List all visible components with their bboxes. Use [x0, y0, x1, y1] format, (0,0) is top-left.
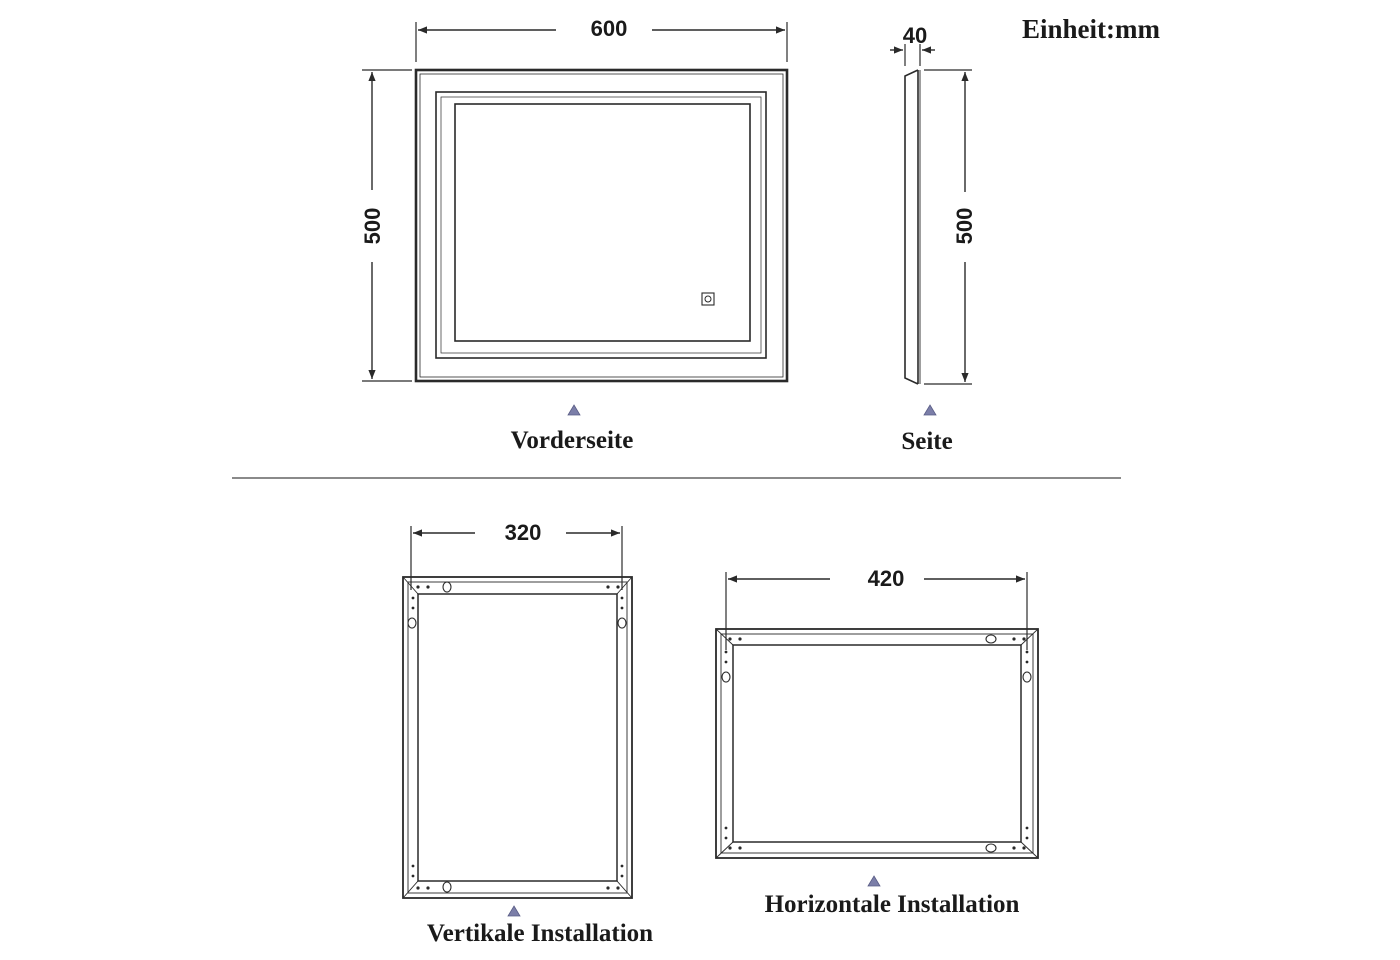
horizontal-hook-spacing-label: 420 — [868, 566, 905, 591]
horizontal-install-caption: Horizontale Installation — [765, 891, 1020, 918]
front-mirror-outer-frame — [414, 68, 789, 383]
side-mirror-profile — [904, 69, 919, 385]
front-width-label: 600 — [591, 16, 628, 41]
horizontal-caption-marker-icon — [867, 875, 881, 887]
hanging-hook-icon — [407, 581, 627, 893]
power-switch-icon — [701, 292, 715, 306]
front-view: 600 500 Vorderseite — [360, 16, 789, 454]
vertical-back-panel — [402, 576, 633, 899]
horizontal-install-view: 420 Horizontale Installation — [715, 566, 1039, 918]
front-led-band-inner — [454, 103, 751, 342]
side-height-label: 500 — [952, 208, 977, 245]
side-view: 40 500 Seite — [890, 23, 977, 455]
front-caption-marker-icon — [567, 404, 581, 416]
hanging-hook-icon — [721, 634, 1032, 853]
front-view-caption: Vorderseite — [511, 427, 634, 454]
front-led-band-outer — [435, 91, 767, 359]
front-height-label: 500 — [360, 208, 385, 245]
side-caption-marker-icon — [923, 404, 937, 416]
vertical-install-caption: Vertikale Installation — [427, 920, 653, 947]
vertical-hook-spacing-label: 320 — [505, 520, 542, 545]
vertical-install-view: 320 Vertikale Installation — [402, 520, 653, 947]
side-view-caption: Seite — [901, 428, 952, 455]
unit-label: Einheit:mm — [1022, 14, 1161, 44]
side-depth-label: 40 — [903, 23, 927, 48]
vertical-caption-marker-icon — [507, 905, 521, 917]
horizontal-back-panel — [715, 628, 1039, 859]
